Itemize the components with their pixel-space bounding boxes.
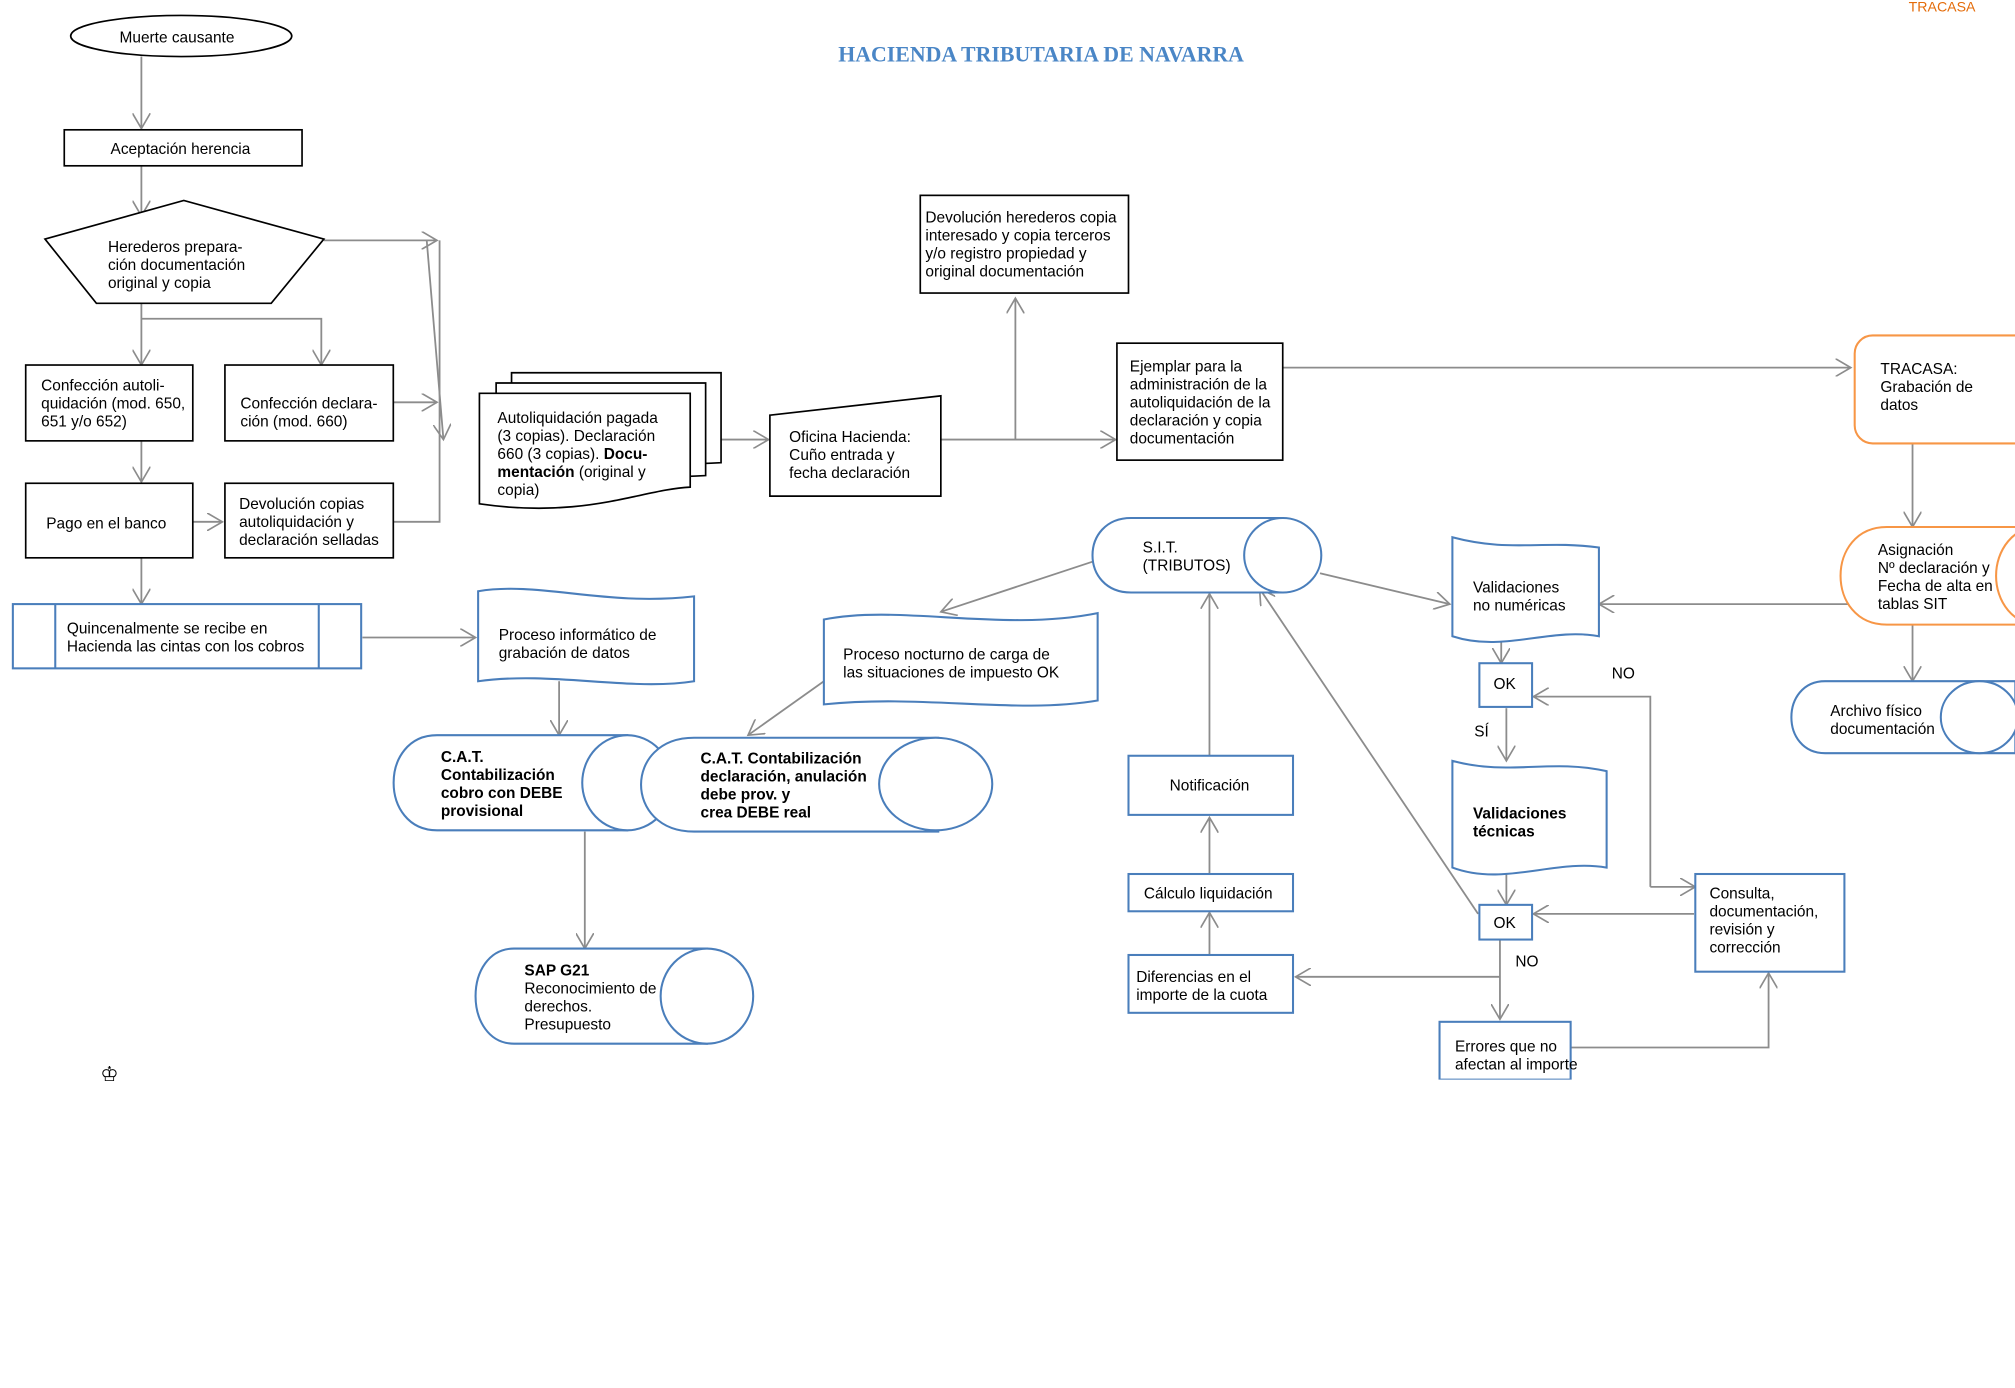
diferencias-box — [1127, 953, 1295, 1014]
errores-box — [1438, 1020, 1572, 1080]
cat1-label: C.A.T. Contabilización cobro con DEBE pr… — [440, 748, 563, 821]
notificacion-label: Notificación — [1169, 776, 1250, 795]
calculo-label: Cálculo liquidación — [1143, 884, 1273, 903]
ok1-label: OK — [1493, 674, 1516, 693]
aceptacion-label: Aceptación herencia — [110, 140, 251, 159]
devolucion-herederos-box — [919, 194, 1130, 294]
errores-label: Errores que no afectan al importe — [1454, 1037, 1578, 1074]
sit-cylinder — [1091, 516, 1323, 594]
proceso-nocturno-label: Proceso nocturno de carga de las situaci… — [843, 645, 1060, 682]
flowchart-canvas — [11, 14, 2015, 1080]
ok2-label: OK — [1493, 913, 1516, 932]
validaciones-tec-label: Validaciones técnicas — [1472, 804, 1567, 841]
page-title: HACIENDA TRIBUTARIA DE NAVARRA — [838, 42, 1244, 67]
ok1-box — [1478, 662, 1534, 708]
autoliquidacion-text-1: Autoliquidación pagada (3 copias). Decla… — [497, 408, 658, 463]
autoliquidacion-text-2: (original y copia) — [497, 462, 646, 499]
sit-label: S.I.T. (TRIBUTOS) — [1142, 538, 1231, 575]
archivo-label: Archivo físico documentación — [1830, 701, 1935, 738]
proceso-grabacion-document — [477, 587, 696, 686]
consulta-label: Consulta, documentación, revisión y corr… — [1709, 884, 1819, 957]
devolucion-copias-box — [224, 482, 395, 559]
confeccion-decl-box — [224, 364, 395, 442]
consulta-box — [1694, 872, 1846, 973]
pago-label: Pago en el banco — [46, 514, 167, 533]
calculo-box — [1127, 872, 1295, 913]
ok2-box — [1478, 903, 1534, 941]
edge-label-no-1: NO — [1611, 664, 1635, 683]
proceso-nocturno-document — [822, 611, 1099, 707]
quincenal-label: Quincenalmente se recibe en Hacienda las… — [66, 619, 305, 656]
confeccion-auto-label: Confección autoli- quidación (mod. 650, … — [41, 376, 186, 431]
confeccion-auto-box — [24, 364, 194, 442]
asignacion-label: Asignación Nº declaración y Fecha de alt… — [1877, 541, 1993, 614]
tracasa-grabacion-box — [1853, 334, 2015, 445]
cat2-label: C.A.T. Contabilización declaración, anul… — [700, 749, 867, 822]
ejemplar-box — [1116, 342, 1284, 461]
crown-emblem-icon: ♔ — [100, 1064, 119, 1087]
devolucion-herederos-label: Devolución herederos copia interesado y … — [925, 208, 1117, 281]
autoliquidacion-label: Autoliquidación pagada (3 copias). Decla… — [497, 409, 657, 499]
devolucion-copias-label: Devolución copias autoliquidación y decl… — [239, 494, 379, 549]
asignacion-storage — [1839, 525, 2015, 626]
muerte-label: Muerte causante — [119, 28, 235, 47]
connectors — [141, 56, 1980, 1049]
archivo-storage — [1790, 680, 2015, 755]
corner-label: TRACASA — [1908, 0, 1976, 16]
pago-box — [24, 482, 194, 559]
sap-text: Reconocimiento de derechos. Presupuesto — [524, 979, 657, 1034]
tracasa-grabacion-label: TRACASA: Grabación de datos — [1880, 359, 1973, 414]
edge-label-si: SÍ — [1474, 722, 1489, 741]
muerte-terminator — [69, 14, 293, 58]
confeccion-decl-label: Confección declara- ción (mod. 660) — [240, 394, 378, 431]
sap-cylinder — [474, 947, 755, 1045]
diferencias-label: Diferencias en el importe de la cuota — [1136, 967, 1268, 1004]
aceptacion-box — [63, 128, 303, 167]
herederos-manual-input — [43, 199, 326, 305]
validaciones-no-num-label: Validaciones no numéricas — [1472, 578, 1566, 615]
notificacion-box — [1127, 754, 1295, 816]
herederos-label: Herederos prepara- ción documentación or… — [107, 237, 246, 292]
cat2-cylinder — [640, 736, 994, 833]
proceso-grabacion-label: Proceso informático de grabación de dato… — [498, 625, 657, 662]
oficina-label: Oficina Hacienda: Cuño entrada y fecha d… — [789, 428, 911, 482]
autoliquidacion-multidocument — [478, 371, 722, 510]
autoliquidacion-text-bold: Docu- mentación — [497, 444, 648, 481]
sap-title: SAP G21 — [524, 961, 590, 980]
validaciones-tec-document — [1451, 759, 1608, 876]
quincenal-predefined-process — [11, 603, 363, 670]
validaciones-no-num-document — [1451, 535, 1600, 643]
oficina-manual-input — [769, 394, 942, 497]
ejemplar-label: Ejemplar para la administración de la au… — [1129, 357, 1271, 448]
edge-label-no-2: NO — [1515, 952, 1539, 971]
